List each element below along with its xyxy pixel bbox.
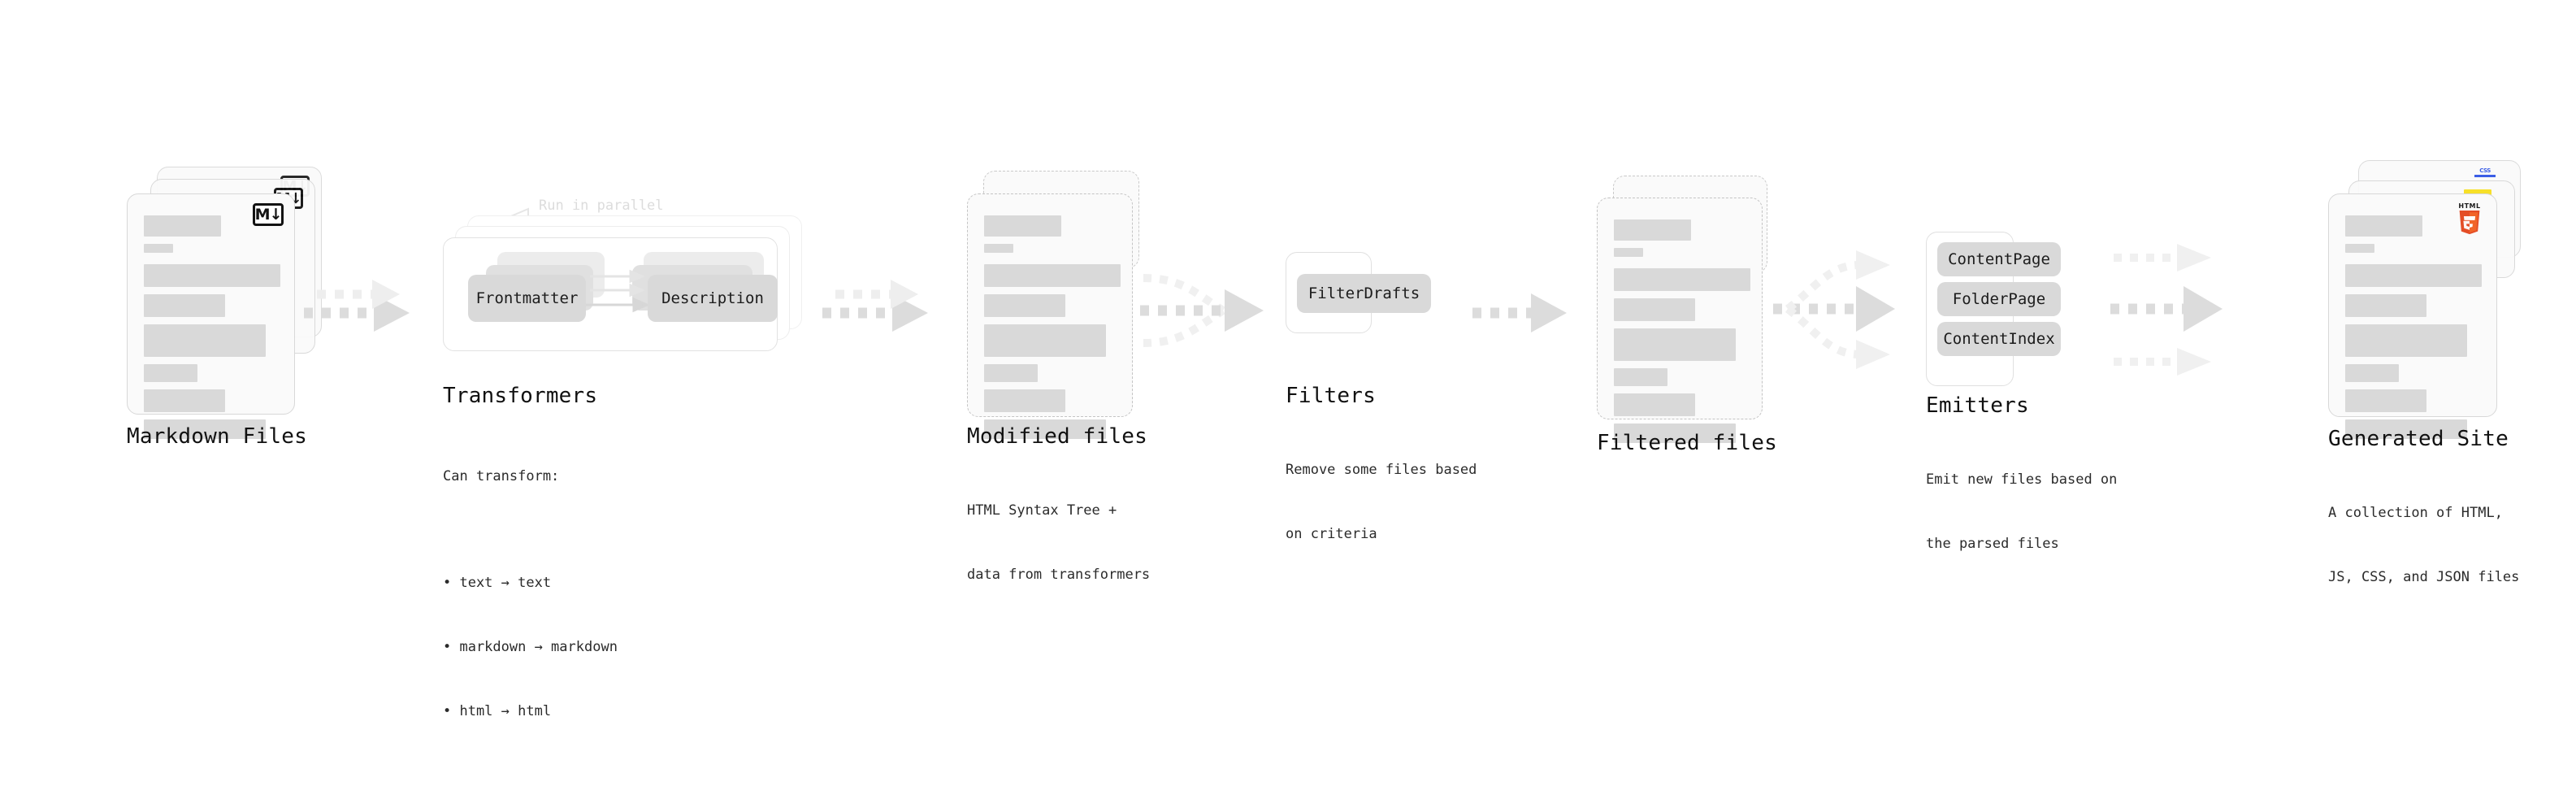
markdown-icon: M↓ (253, 203, 284, 226)
modified-files-subtitle-line-1: data from transformers (967, 566, 1151, 583)
transformers-bullet-1: • markdown → markdown (443, 639, 618, 656)
content-placeholder-bar (2345, 389, 2426, 412)
emitters-subtitle-line-1: the parsed files (1926, 535, 2059, 552)
content-placeholder-bar (1614, 219, 1691, 241)
content-placeholder-bar (144, 294, 225, 317)
transformer-inner-arrows (585, 269, 650, 313)
transformers-title: Transformers (443, 384, 598, 408)
content-placeholder-bar (1614, 424, 1736, 443)
content-placeholder-bar (144, 389, 225, 412)
content-placeholder-bar (144, 215, 221, 237)
step-filtered-files: Filtered files (1576, 0, 1869, 681)
modified-card-front (967, 193, 1133, 439)
connector-modified-to-filters (1140, 274, 1264, 347)
content-placeholder-bar (1614, 393, 1695, 416)
emitter-chip-contentindex[interactable]: ContentIndex (1937, 322, 2061, 356)
emitter-chip-contentpage[interactable]: ContentPage (1937, 242, 2061, 276)
filters-subtitle: Remove some files based on criteria (1286, 416, 1477, 588)
html5-icon-shield (2459, 211, 2480, 235)
modified-card-content (968, 194, 1132, 439)
generated-site-subtitle-line-1: JS, CSS, and JSON files (2328, 568, 2520, 585)
step-transformers: Run in parallel Frontmatter Description … (423, 0, 829, 719)
markdown-card-content (128, 194, 294, 439)
connector-filters-to-filtered (1472, 293, 1567, 332)
transformer-chip-description[interactable]: Description (648, 275, 778, 322)
css-icon: CSS (2474, 167, 2496, 179)
filters-title: Filters (1286, 384, 1376, 408)
emitters-subtitle-line-0: Emit new files based on (1926, 471, 2118, 488)
transformers-subtitle: Can transform: • text → text • markdown … (443, 423, 618, 808)
content-placeholder-bar (2345, 264, 2482, 287)
step-markdown-files: M↓ M↓ M↓ Markdown Files (0, 0, 341, 681)
transformer-chip-frontmatter[interactable]: Frontmatter (468, 275, 586, 322)
filters-subtitle-line-0: Remove some files based (1286, 461, 1477, 478)
filtered-card-content (1598, 198, 1762, 443)
content-placeholder-bar (144, 324, 266, 357)
emitters-subtitle: Emit new files based on the parsed files (1926, 426, 2117, 597)
content-placeholder-bar (984, 419, 1106, 439)
content-placeholder-bar (2345, 215, 2422, 237)
markdown-files-title: Markdown Files (127, 424, 307, 449)
connector-transformers-to-modified (822, 280, 928, 332)
css-icon-bar (2474, 175, 2496, 177)
connector-filtered-to-emitters (1773, 250, 1895, 369)
filter-chip-filterdrafts[interactable]: FilterDrafts (1297, 274, 1431, 313)
filtered-card-front (1597, 198, 1763, 443)
content-placeholder-bar (2345, 294, 2426, 317)
run-in-parallel-label: Run in parallel (539, 198, 664, 214)
content-placeholder-bar (984, 264, 1121, 287)
site-card-content (2329, 194, 2496, 439)
html5-icon-label: HTML (2458, 202, 2481, 210)
site-card-html: HTML (2328, 193, 2497, 439)
content-placeholder-bar (2345, 324, 2467, 357)
transformers-bullets: • text → text • markdown → markdown • ht… (443, 530, 618, 766)
content-placeholder-bar (984, 389, 1065, 412)
content-placeholder-bar (2345, 419, 2467, 439)
modified-files-subtitle-line-0: HTML Syntax Tree + (967, 502, 1117, 519)
transformers-bullet-0: • text → text (443, 575, 552, 592)
html5-icon: HTML (2456, 202, 2483, 235)
content-placeholder-bar (984, 324, 1106, 357)
content-placeholder-bar (984, 215, 1061, 237)
step-generated-site: CSS HTML (2243, 0, 2576, 681)
filters-subtitle-line-1: on criteria (1286, 525, 1377, 542)
content-placeholder-bar (984, 364, 1038, 382)
content-placeholder-bar (144, 244, 173, 253)
content-placeholder-bar (984, 294, 1065, 317)
content-placeholder-bar (2345, 244, 2374, 253)
content-placeholder-bar (2345, 364, 2399, 382)
generated-site-title: Generated Site (2328, 427, 2509, 451)
content-placeholder-bar (1614, 298, 1695, 321)
modified-files-title: Modified files (967, 424, 1147, 449)
markdown-card-front: M↓ (127, 193, 295, 439)
step-modified-files: Modified files HTML Syntax Tree + data f… (935, 0, 1276, 681)
step-emitters: ContentPage FolderPage ContentIndex Emit… (1918, 0, 2227, 681)
content-placeholder-bar (144, 264, 280, 287)
emitters-title: Emitters (1926, 393, 2029, 418)
modified-files-subtitle: HTML Syntax Tree + data from transformer… (967, 457, 1150, 628)
css-icon-label: CSS (2479, 167, 2491, 174)
content-placeholder-bar (1614, 268, 1750, 291)
content-placeholder-bar (1614, 368, 1667, 386)
filtered-files-title: Filtered files (1597, 431, 1777, 455)
content-placeholder-bar (144, 364, 197, 382)
connector-markdown-to-transformers (304, 280, 410, 332)
transformers-bullet-2: • html → html (443, 703, 552, 720)
step-filters: FilterDrafts Filters Remove some files b… (1276, 0, 1585, 681)
pipeline-diagram: M↓ M↓ M↓ Markdown Files Run in (0, 0, 2576, 719)
generated-site-subtitle: A collection of HTML, JS, CSS, and JSON … (2328, 459, 2519, 631)
content-placeholder-bar (1614, 248, 1643, 257)
emitter-chip-folderpage[interactable]: FolderPage (1937, 282, 2061, 316)
content-placeholder-bar (1614, 328, 1736, 361)
content-placeholder-bar (984, 244, 1013, 253)
transformers-subtitle-head: Can transform: (443, 467, 560, 484)
content-placeholder-bar (144, 419, 266, 439)
generated-site-subtitle-line-0: A collection of HTML, (2328, 504, 2503, 521)
connector-emitters-to-site (2110, 244, 2223, 376)
